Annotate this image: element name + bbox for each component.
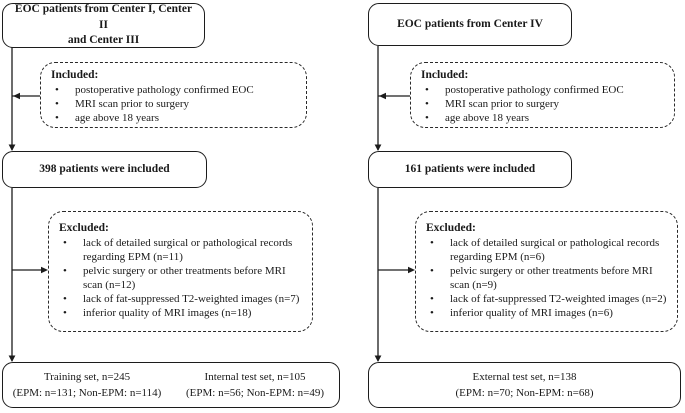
excluded-item: • pelvic surgery or other treatments bef… [426,264,669,292]
bullet-icon: • [63,307,67,320]
excluded-criteria-box-left: Excluded: • lack of detailed surgical or… [48,211,313,332]
excluded-item-text: lack of fat-suppressed T2-weighted image… [450,293,667,306]
source-box-center-4: EOC patients from Center IV [368,3,572,46]
source-line-1: EOC patients from Center IV [397,17,543,30]
excluded-item-text: inferior quality of MRI images (n=6) [450,307,613,320]
outcome-box-right: External test set, n=138 (EPM: n=70; Non… [368,362,681,408]
included-title-left: Included: [51,69,99,81]
excluded-list-right: • lack of detailed surgical or pathologi… [426,236,669,320]
included-item-text: postoperative pathology confirmed EOC [445,83,624,96]
included-list-left: • postoperative pathology confirmed EOC … [51,83,298,125]
included-item: • age above 18 years [51,111,298,125]
connector-left-cohort-to-outcome [8,188,16,362]
included-item-text: age above 18 years [445,111,529,124]
excluded-item-text: pelvic surgery or other treatments befor… [450,264,653,291]
included-item: • MRI scan prior to surgery [51,97,298,111]
excluded-item-text: lack of detailed surgical or pathologica… [450,236,660,263]
bullet-icon: • [63,293,67,306]
included-criteria-box-left: Included: • postoperative pathology conf… [40,62,307,128]
included-item: • postoperative pathology confirmed EOC [421,83,666,97]
excluded-item: • lack of fat-suppressed T2-weighted ima… [426,292,669,306]
excluded-item-text: inferior quality of MRI images (n=18) [83,307,252,320]
bullet-icon: • [430,264,434,277]
source-line-1: EOC patients from Center I, Center II [14,3,193,31]
bullet-icon: • [55,83,59,96]
source-line-2: and Center III [67,34,140,47]
connector-left-included-arrow [12,92,40,100]
source-box-text: EOC patients from Center I, Center II an… [13,2,194,49]
connector-left-source-to-cohort [8,47,16,151]
excluded-title-left: Excluded: [59,222,109,234]
bullet-icon: • [425,97,429,110]
cohort-text-left: 398 patients were included [39,162,170,175]
bullet-icon: • [63,264,67,277]
excluded-item-text: lack of fat-suppressed T2-weighted image… [83,293,300,306]
internal-test-set-summary: Internal test set, n=105 (EPM: n=56; Non… [171,369,339,402]
external-test-set-line-1: External test set, n=138 [472,370,577,383]
outcome-box-left: Training set, n=245 (EPM: n=131; Non-EPM… [2,362,340,408]
external-test-set-summary: External test set, n=138 (EPM: n=70; Non… [369,369,680,402]
training-set-summary: Training set, n=245 (EPM: n=131; Non-EPM… [3,369,171,402]
external-test-set-line-2: (EPM: n=70; Non-EPM: n=68) [455,387,594,399]
excluded-title-right: Excluded: [426,222,476,234]
bullet-icon: • [425,83,429,96]
included-item: • MRI scan prior to surgery [421,97,666,111]
excluded-list-left: • lack of detailed surgical or pathologi… [59,236,304,320]
included-item-text: postoperative pathology confirmed EOC [75,83,254,96]
cohort-text-right: 161 patients were included [404,162,536,175]
connector-right-cohort-to-outcome [374,188,382,362]
included-title-right: Included: [421,69,469,81]
connector-right-included-arrow [378,92,410,100]
training-set-line-2: (EPM: n=131; Non-EPM: n=114) [12,387,162,399]
excluded-item: • inferior quality of MRI images (n=18) [59,306,304,320]
connector-left-excluded-arrow [12,266,48,274]
excluded-criteria-box-right: Excluded: • lack of detailed surgical or… [415,211,678,332]
bullet-icon: • [425,111,429,124]
included-criteria-box-right: Included: • postoperative pathology conf… [410,62,675,128]
excluded-item-text: pelvic surgery or other treatments befor… [83,264,286,291]
bullet-icon: • [430,307,434,320]
bullet-icon: • [430,236,434,249]
included-item-text: MRI scan prior to surgery [445,97,560,110]
excluded-item-text: lack of detailed surgical or pathologica… [83,236,293,263]
connector-right-excluded-arrow [378,266,415,274]
excluded-item: • pelvic surgery or other treatments bef… [59,264,304,292]
cohort-box-right: 161 patients were included [368,151,572,188]
connector-right-source-to-cohort [374,46,382,151]
excluded-item: • lack of fat-suppressed T2-weighted ima… [59,292,304,306]
internal-test-set-line-1: Internal test set, n=105 [204,370,306,383]
cohort-box-left: 398 patients were included [2,151,207,188]
internal-test-set-line-2: (EPM: n=56; Non-EPM: n=49) [186,387,324,399]
bullet-icon: • [55,97,59,110]
excluded-item: • lack of detailed surgical or pathologi… [59,236,304,264]
bullet-icon: • [55,111,59,124]
excluded-item: • inferior quality of MRI images (n=6) [426,306,669,320]
included-item-text: MRI scan prior to surgery [75,97,190,110]
included-list-right: • postoperative pathology confirmed EOC … [421,83,666,125]
included-item: • postoperative pathology confirmed EOC [51,83,298,97]
excluded-item: • lack of detailed surgical or pathologi… [426,236,669,264]
training-set-line-1: Training set, n=245 [43,370,131,383]
bullet-icon: • [63,236,67,249]
source-box-centers-1-2-3: EOC patients from Center I, Center II an… [2,3,205,48]
included-item-text: age above 18 years [75,111,159,124]
included-item: • age above 18 years [421,111,666,125]
bullet-icon: • [430,293,434,306]
